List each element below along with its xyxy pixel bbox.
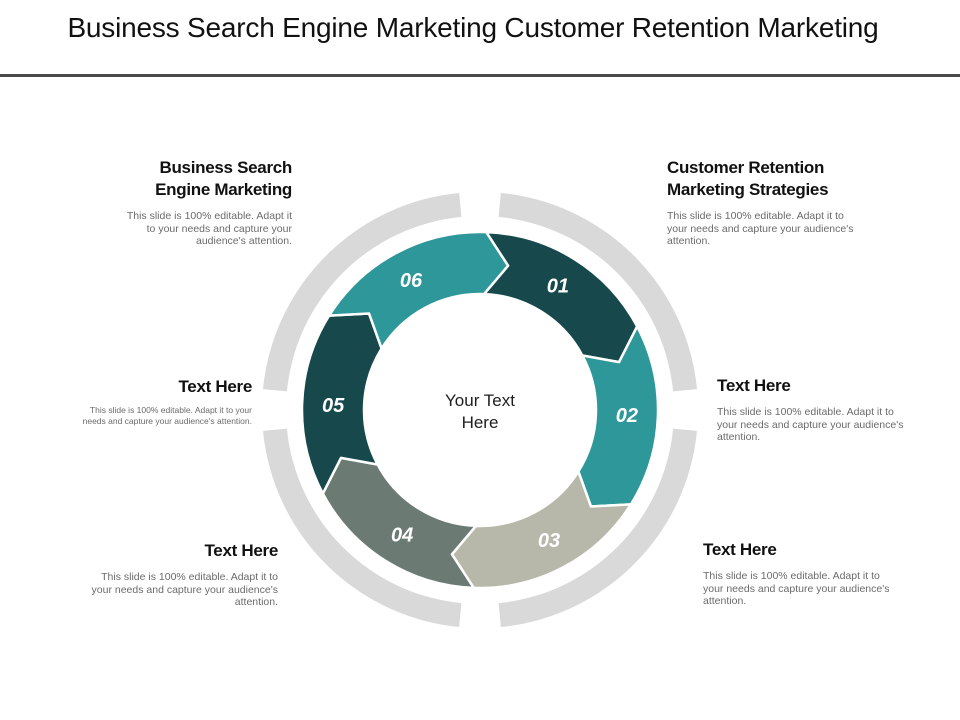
text-block-heading: Customer Retention Marketing Strategies [667, 158, 829, 199]
text-block-body: This slide is 100% editable. Adapt it to… [667, 210, 854, 247]
outer-ring-arc-bottom-left [263, 428, 462, 627]
center-text-line-1: Your Text [445, 391, 515, 410]
text-block-heading: Text Here [703, 540, 777, 559]
text-block-heading: Text Here [178, 377, 252, 396]
text-block-body: This slide is 100% editable. Adapt it to… [91, 571, 278, 608]
text-block-body: This slide is 100% editable. Adapt it to… [717, 406, 904, 443]
slide-title: Business Search Engine Marketing Custome… [67, 12, 879, 43]
text-block-top-left: Business Search Engine Marketing This sl… [60, 157, 292, 248]
segment-number-06: 06 [400, 270, 423, 292]
text-block-bottom-left: Text Here This slide is 100% editable. A… [40, 540, 279, 609]
text-block-bottom-right: Text Here This slide is 100% editable. A… [703, 539, 933, 608]
text-block-mid-left: Text Here This slide is 100% editable. A… [40, 376, 253, 427]
segment-number-03: 03 [538, 530, 560, 552]
text-block-heading: Business Search Engine Marketing [155, 158, 292, 199]
outer-ring-arc-bottom-right [498, 428, 697, 627]
segment-number-01: 01 [547, 275, 569, 297]
outer-ring [263, 193, 697, 627]
text-block-heading: Text Here [717, 376, 791, 395]
segment-number-04: 04 [391, 525, 413, 547]
outer-ring-arc-top-left [263, 193, 462, 392]
text-block-mid-right: Text Here This slide is 100% editable. A… [717, 375, 947, 444]
center-text: Your Text Here [420, 390, 540, 434]
segment-number-02: 02 [616, 405, 638, 427]
cycle-segments [300, 230, 660, 590]
outer-ring-arc-top-right [498, 193, 697, 392]
text-block-body: This slide is 100% editable. Adapt it to… [82, 405, 252, 426]
segment-labels: 01 02 03 04 05 06 [322, 270, 638, 552]
text-block-body: This slide is 100% editable. Adapt it to… [126, 210, 292, 247]
text-block-body: This slide is 100% editable. Adapt it to… [703, 570, 890, 607]
cycle-segment-06 [327, 230, 510, 350]
title-divider [0, 74, 960, 77]
center-text-line-2: Here [461, 413, 499, 432]
text-block-heading: Text Here [204, 541, 278, 560]
segment-number-05: 05 [322, 395, 345, 417]
text-block-top-right: Customer Retention Marketing Strategies … [667, 157, 907, 248]
